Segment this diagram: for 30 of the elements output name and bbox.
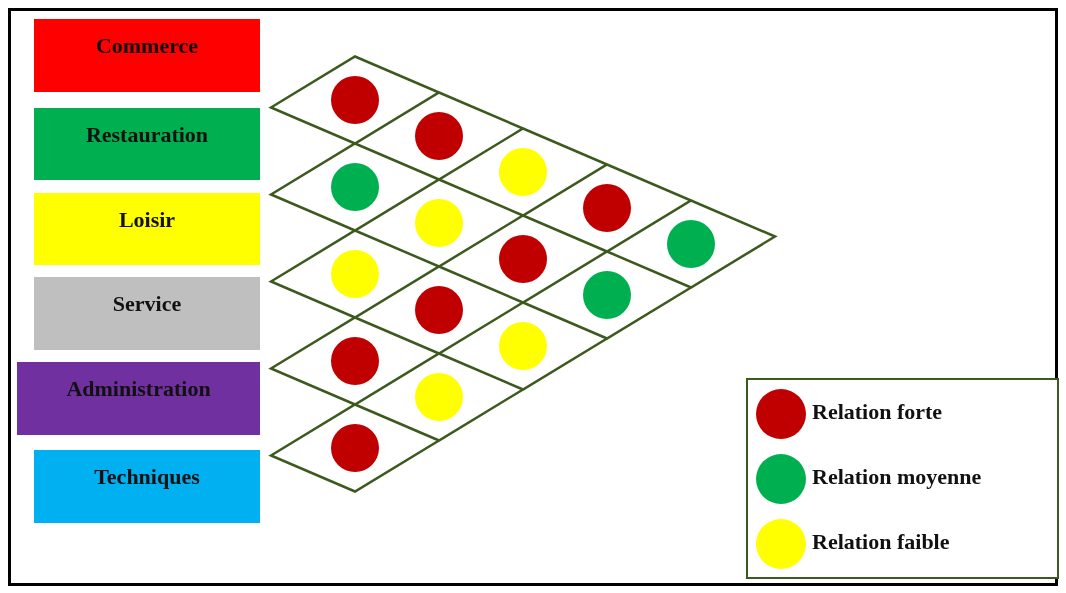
relation-dot — [331, 76, 379, 124]
category-label: Service — [111, 291, 183, 317]
relation-dot — [331, 337, 379, 385]
category-box — [17, 362, 260, 435]
relation-dot — [415, 112, 463, 160]
category-box — [34, 19, 260, 92]
relation-dot — [415, 286, 463, 334]
relation-dot — [499, 148, 547, 196]
category-label: Commerce — [94, 33, 200, 59]
relation-dot — [667, 220, 715, 268]
legend-label: Relation moyenne — [812, 464, 982, 490]
relation-dot — [499, 322, 547, 370]
category-label: Loisir — [117, 207, 177, 233]
category-box — [34, 108, 260, 180]
relation-dot — [331, 250, 379, 298]
relation-dot — [415, 373, 463, 421]
category-box — [34, 193, 260, 265]
relation-dot — [331, 163, 379, 211]
legend-label: Relation forte — [812, 399, 943, 425]
category-label: Techniques — [93, 464, 201, 490]
relation-dot — [331, 424, 379, 472]
relation-dot — [415, 199, 463, 247]
legend-label: Relation faible — [812, 529, 950, 555]
category-box — [34, 277, 260, 350]
relation-dot — [583, 184, 631, 232]
category-box — [34, 450, 260, 523]
relation-dot — [499, 235, 547, 283]
category-label: Administration — [65, 376, 212, 402]
relation-dot — [583, 271, 631, 319]
category-label: Restauration — [84, 122, 210, 148]
